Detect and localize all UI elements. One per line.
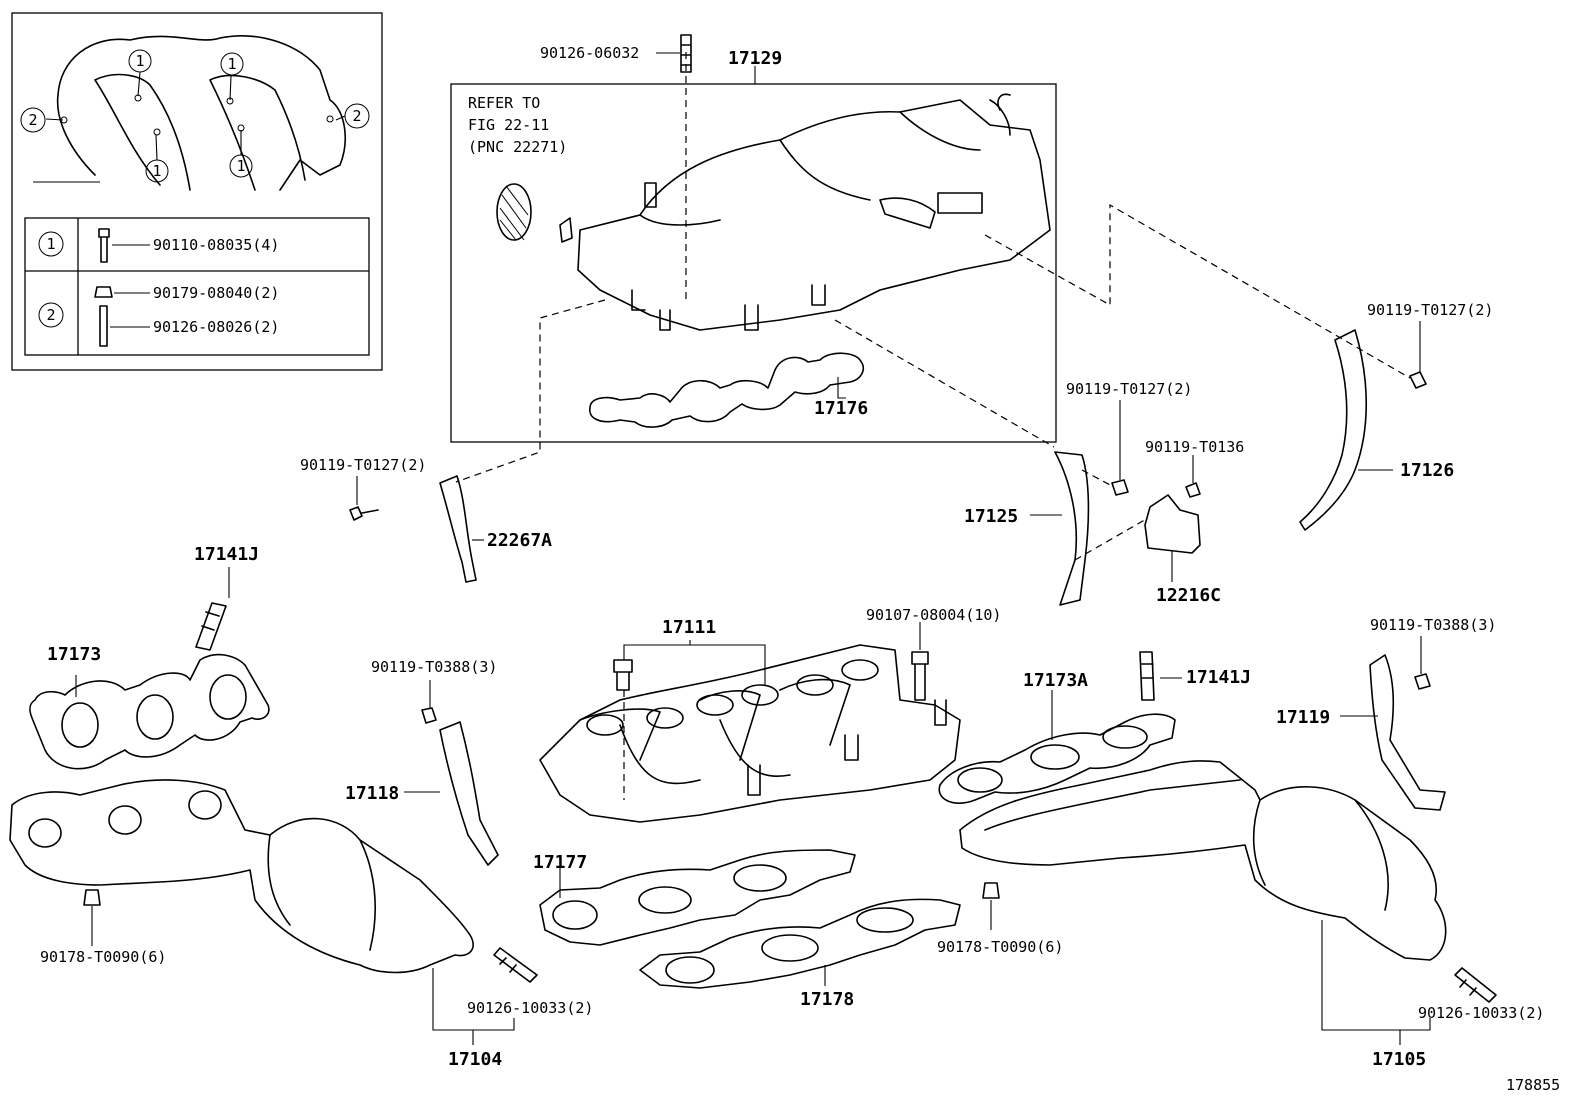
refer-line-3: (PNC 22271) [468, 138, 567, 156]
label-90119-T0388-left: 90119-T0388(3) [371, 658, 497, 676]
label-17173: 17173 [47, 644, 101, 665]
gasket-17173a [938, 690, 1176, 804]
stud-17141j-right [1139, 651, 1182, 701]
bracket-12216c [1144, 455, 1201, 582]
intake-plenum-group: REFER TO FIG 22-11 (PNC 22271) [450, 34, 1411, 483]
svg-text:1: 1 [152, 162, 161, 180]
callout-1-a: 1 [128, 49, 152, 73]
label-90119-T0127-right: 90119-T0127(2) [1367, 301, 1493, 319]
svg-text:1: 1 [46, 235, 55, 253]
gasket-17173 [29, 653, 270, 770]
svg-text:1: 1 [135, 52, 144, 70]
label-90107-08004: 90107-08004(10) [866, 606, 1001, 624]
label-17126: 17126 [1400, 460, 1454, 481]
inset-panel: 1 1 1 1 2 2 1 2 90110-08035(4) 90179-080… [11, 12, 383, 371]
refer-line-1: REFER TO [468, 94, 540, 112]
svg-text:2: 2 [46, 306, 55, 324]
callout-2-a: 2 [20, 107, 46, 133]
svg-text:2: 2 [28, 111, 37, 129]
callout-1-d: 1 [229, 154, 253, 178]
stud-90126-label: 90126-08026(2) [153, 318, 279, 336]
label-90126-06032: 90126-06032 [540, 44, 639, 62]
label-17105: 17105 [1372, 1049, 1426, 1070]
bolt-90110-label: 90110-08035(4) [153, 236, 279, 254]
table-callout-1: 1 [38, 231, 64, 257]
label-90126-10033-left: 90126-10033(2) [467, 999, 593, 1017]
bracket-17126 [1299, 321, 1427, 531]
stud-17141j-left [195, 567, 230, 651]
table-callout-2: 2 [38, 302, 64, 328]
intake-screen-icon [496, 183, 532, 241]
callout-1-b: 1 [220, 52, 244, 76]
label-17177: 17177 [533, 852, 587, 873]
bracket-17125 [1030, 451, 1149, 606]
svg-text:2: 2 [352, 107, 361, 125]
callout-1-c: 1 [145, 159, 169, 183]
label-17141J-left: 17141J [194, 544, 259, 565]
label-22267A: 22267A [487, 530, 552, 551]
label-17118: 17118 [345, 783, 399, 804]
label-17129: 17129 [728, 48, 782, 69]
bracket-17118 [404, 680, 499, 866]
gasket-17176-shape [589, 352, 865, 428]
label-90119-T0388-right: 90119-T0388(3) [1370, 616, 1496, 634]
refer-line-2: FIG 22-11 [468, 116, 549, 134]
label-17173A: 17173A [1023, 670, 1088, 691]
gasket-17177 [539, 849, 856, 946]
exhaust-manifold-17105 [959, 760, 1497, 1045]
intake-manifold-17111 [539, 622, 961, 823]
label-90119-T0136: 90119-T0136 [1145, 438, 1244, 456]
label-90178-T0090-right: 90178-T0090(6) [937, 938, 1063, 956]
label-17111: 17111 [662, 617, 716, 638]
label-90178-T0090-left: 90178-T0090(6) [40, 948, 166, 966]
gasket-17178 [639, 898, 961, 989]
label-90126-10033-right: 90126-10033(2) [1418, 1004, 1544, 1022]
label-17141J-right: 17141J [1186, 667, 1251, 688]
label-17178: 17178 [800, 989, 854, 1010]
label-90119-T0127-left: 90119-T0127(2) [300, 456, 426, 474]
callout-2-b: 2 [344, 103, 370, 129]
label-12216C: 12216C [1156, 585, 1221, 606]
label-90119-T0127-mid: 90119-T0127(2) [1066, 380, 1192, 398]
figure-number: 178855 [1506, 1076, 1560, 1094]
bracket-17119 [1340, 636, 1446, 811]
svg-text:1: 1 [236, 157, 245, 175]
nut-90179-label: 90179-08040(2) [153, 284, 279, 302]
label-17125: 17125 [964, 506, 1018, 527]
label-17104: 17104 [448, 1049, 502, 1070]
label-17119: 17119 [1276, 707, 1330, 728]
label-17176: 17176 [814, 398, 868, 419]
exhaust-manifold-17104 [9, 779, 538, 1045]
svg-text:1: 1 [227, 55, 236, 73]
bracket-22267a [349, 475, 484, 583]
